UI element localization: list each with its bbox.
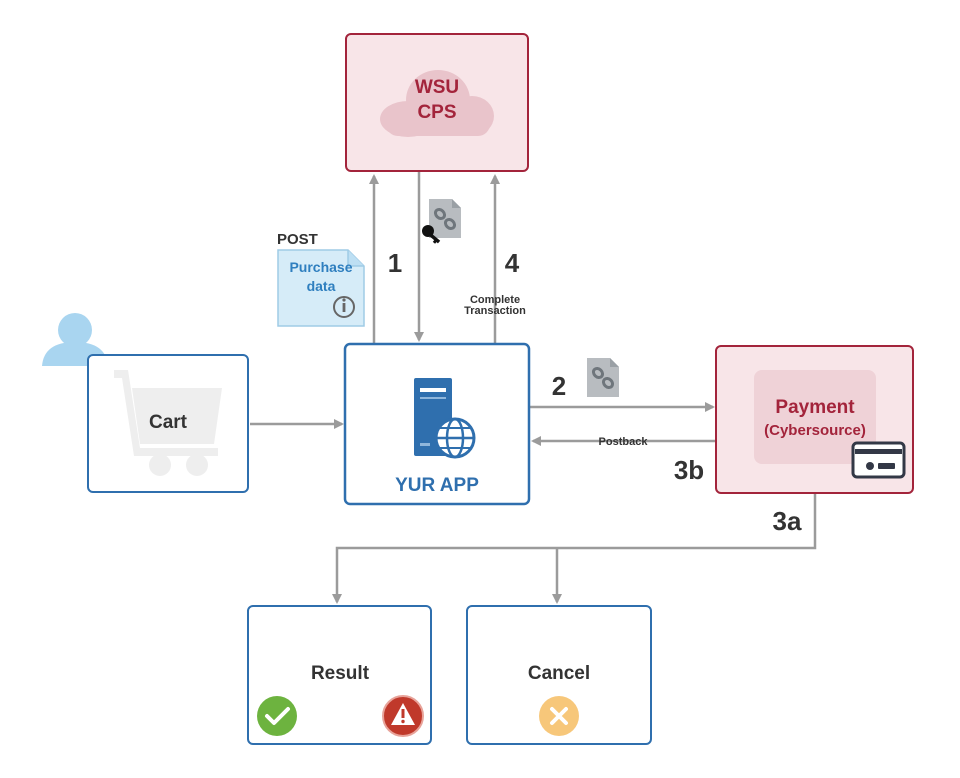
step-1-label: 1 — [388, 248, 402, 278]
check-circle-icon — [257, 696, 297, 736]
cancel-node[interactable]: Cancel — [466, 605, 652, 745]
post-label: POST — [277, 231, 318, 248]
info-document-icon — [277, 249, 365, 327]
payment-label-line2: (Cybersource) — [764, 422, 866, 439]
payment-label-line1: Payment — [775, 397, 855, 418]
app-label: YUR APP — [395, 475, 479, 496]
cart-label: Cart — [149, 412, 188, 433]
step-4-label: 4 — [505, 248, 520, 278]
step-2-label: 2 — [552, 371, 566, 401]
key-icon — [422, 225, 441, 244]
cart-node[interactable]: Cart — [87, 354, 249, 493]
globe-icon — [434, 417, 476, 459]
payment-node[interactable]: Payment (Cybersource) — [715, 345, 914, 494]
step-3a-label: 3a — [773, 506, 802, 536]
cps-node[interactable]: WSU CPS — [345, 33, 529, 172]
cps-label-line1: WSU — [415, 77, 459, 98]
complete-transaction-line1: Complete — [470, 294, 520, 306]
close-circle-icon — [539, 696, 579, 736]
cloud-icon — [380, 70, 494, 137]
warning-icon — [382, 695, 424, 737]
connectors — [250, 172, 817, 604]
step-3b-label: 3b — [674, 455, 704, 485]
result-label: Result — [311, 663, 370, 684]
link-document-icon — [429, 199, 461, 238]
complete-transaction-line2: Transaction — [464, 305, 526, 317]
result-node[interactable]: Result — [247, 605, 432, 745]
postback-label: Postback — [599, 436, 649, 448]
cps-label-line2: CPS — [417, 102, 456, 123]
cancel-label: Cancel — [528, 663, 590, 684]
link-document-icon-2 — [587, 358, 619, 397]
cart-icon — [114, 370, 222, 476]
app-node[interactable]: YUR APP — [343, 342, 531, 506]
purchase-doc-line2: data — [307, 278, 336, 294]
credit-card-icon — [851, 441, 906, 479]
purchase-doc-line1: Purchase — [289, 259, 352, 275]
arrow-payment-to-result — [332, 493, 817, 604]
